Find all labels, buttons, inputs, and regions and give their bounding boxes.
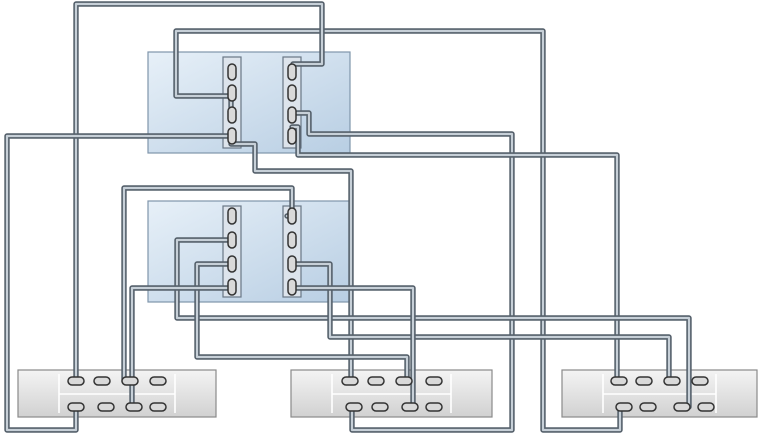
sas-port-icon (639, 402, 657, 412)
sas-port-icon (697, 402, 715, 412)
sas-port-icon (287, 127, 297, 145)
cable-inner-5 (290, 111, 514, 432)
disk-shelf-icon (17, 369, 217, 418)
sas-port-icon (227, 106, 237, 124)
sas-port-icon (663, 376, 681, 386)
sas-port-icon (125, 402, 143, 412)
cable-icon (289, 285, 416, 410)
sas-port-icon (691, 376, 709, 386)
cable-icon (174, 237, 692, 410)
sas-port-icon (425, 402, 443, 412)
cable-icon (289, 261, 672, 384)
cable-icon (73, 1, 325, 384)
cable-inner-1 (174, 29, 622, 432)
cable-inner-2 (74, 2, 324, 383)
cable-inner-3 (5, 134, 231, 432)
cable-inner-10 (130, 286, 234, 409)
sas-port-icon (227, 84, 237, 102)
sas-port-icon (341, 376, 359, 386)
sas-port-icon (149, 376, 167, 386)
cable-icon (228, 141, 354, 384)
sas-port-icon (227, 231, 237, 249)
shelves-layer (17, 369, 758, 418)
cable-icon (289, 110, 515, 433)
cable-inner-4 (229, 142, 353, 383)
sas-port-icon (345, 402, 363, 412)
sas-port-icon (287, 255, 297, 273)
cable-icon (289, 124, 620, 384)
cable-inner-11 (290, 262, 671, 383)
sas-port-icon (67, 376, 85, 386)
cable-inner-12 (290, 286, 415, 409)
sas-port-icon (227, 207, 237, 225)
cable-inner-9 (195, 262, 409, 383)
sas-port-icon (371, 402, 389, 412)
sas-port-icon (425, 376, 443, 386)
cable-inner-6 (290, 125, 619, 383)
sas-port-icon (287, 278, 297, 296)
sas-port-icon (287, 106, 297, 124)
sas-port-icon (610, 376, 628, 386)
sas-port-icon (401, 402, 419, 412)
cable-icon (129, 285, 235, 410)
cable-icon (4, 133, 232, 433)
cables-layer (4, 1, 692, 433)
controller-module-1 (222, 205, 242, 298)
sas-port-icon (673, 402, 691, 412)
sas-port-icon (121, 376, 139, 386)
sas-port-icon (635, 376, 653, 386)
sas-port-icon (227, 127, 237, 145)
sas-port-icon (287, 63, 297, 81)
cable-inner-8 (175, 238, 691, 409)
sas-port-icon (615, 402, 633, 412)
shelf-2 (290, 369, 493, 418)
sas-port-icon (287, 207, 297, 225)
controllers-layer (147, 51, 351, 303)
shelf-1 (17, 369, 217, 418)
sas-port-icon (395, 376, 413, 386)
cable-icon (194, 261, 410, 384)
sas-port-icon (97, 402, 115, 412)
sas-port-icon (227, 255, 237, 273)
sas-port-icon (149, 402, 167, 412)
sas-port-icon (287, 84, 297, 102)
sas-port-icon (367, 376, 385, 386)
shelf-3 (561, 369, 758, 418)
cable-icon (173, 28, 623, 433)
sas-port-icon (67, 402, 85, 412)
sas-port-icon (227, 63, 237, 81)
sas-port-icon (93, 376, 111, 386)
ports-layer (67, 63, 715, 412)
sas-port-icon (287, 231, 297, 249)
sas-port-icon (227, 278, 237, 296)
